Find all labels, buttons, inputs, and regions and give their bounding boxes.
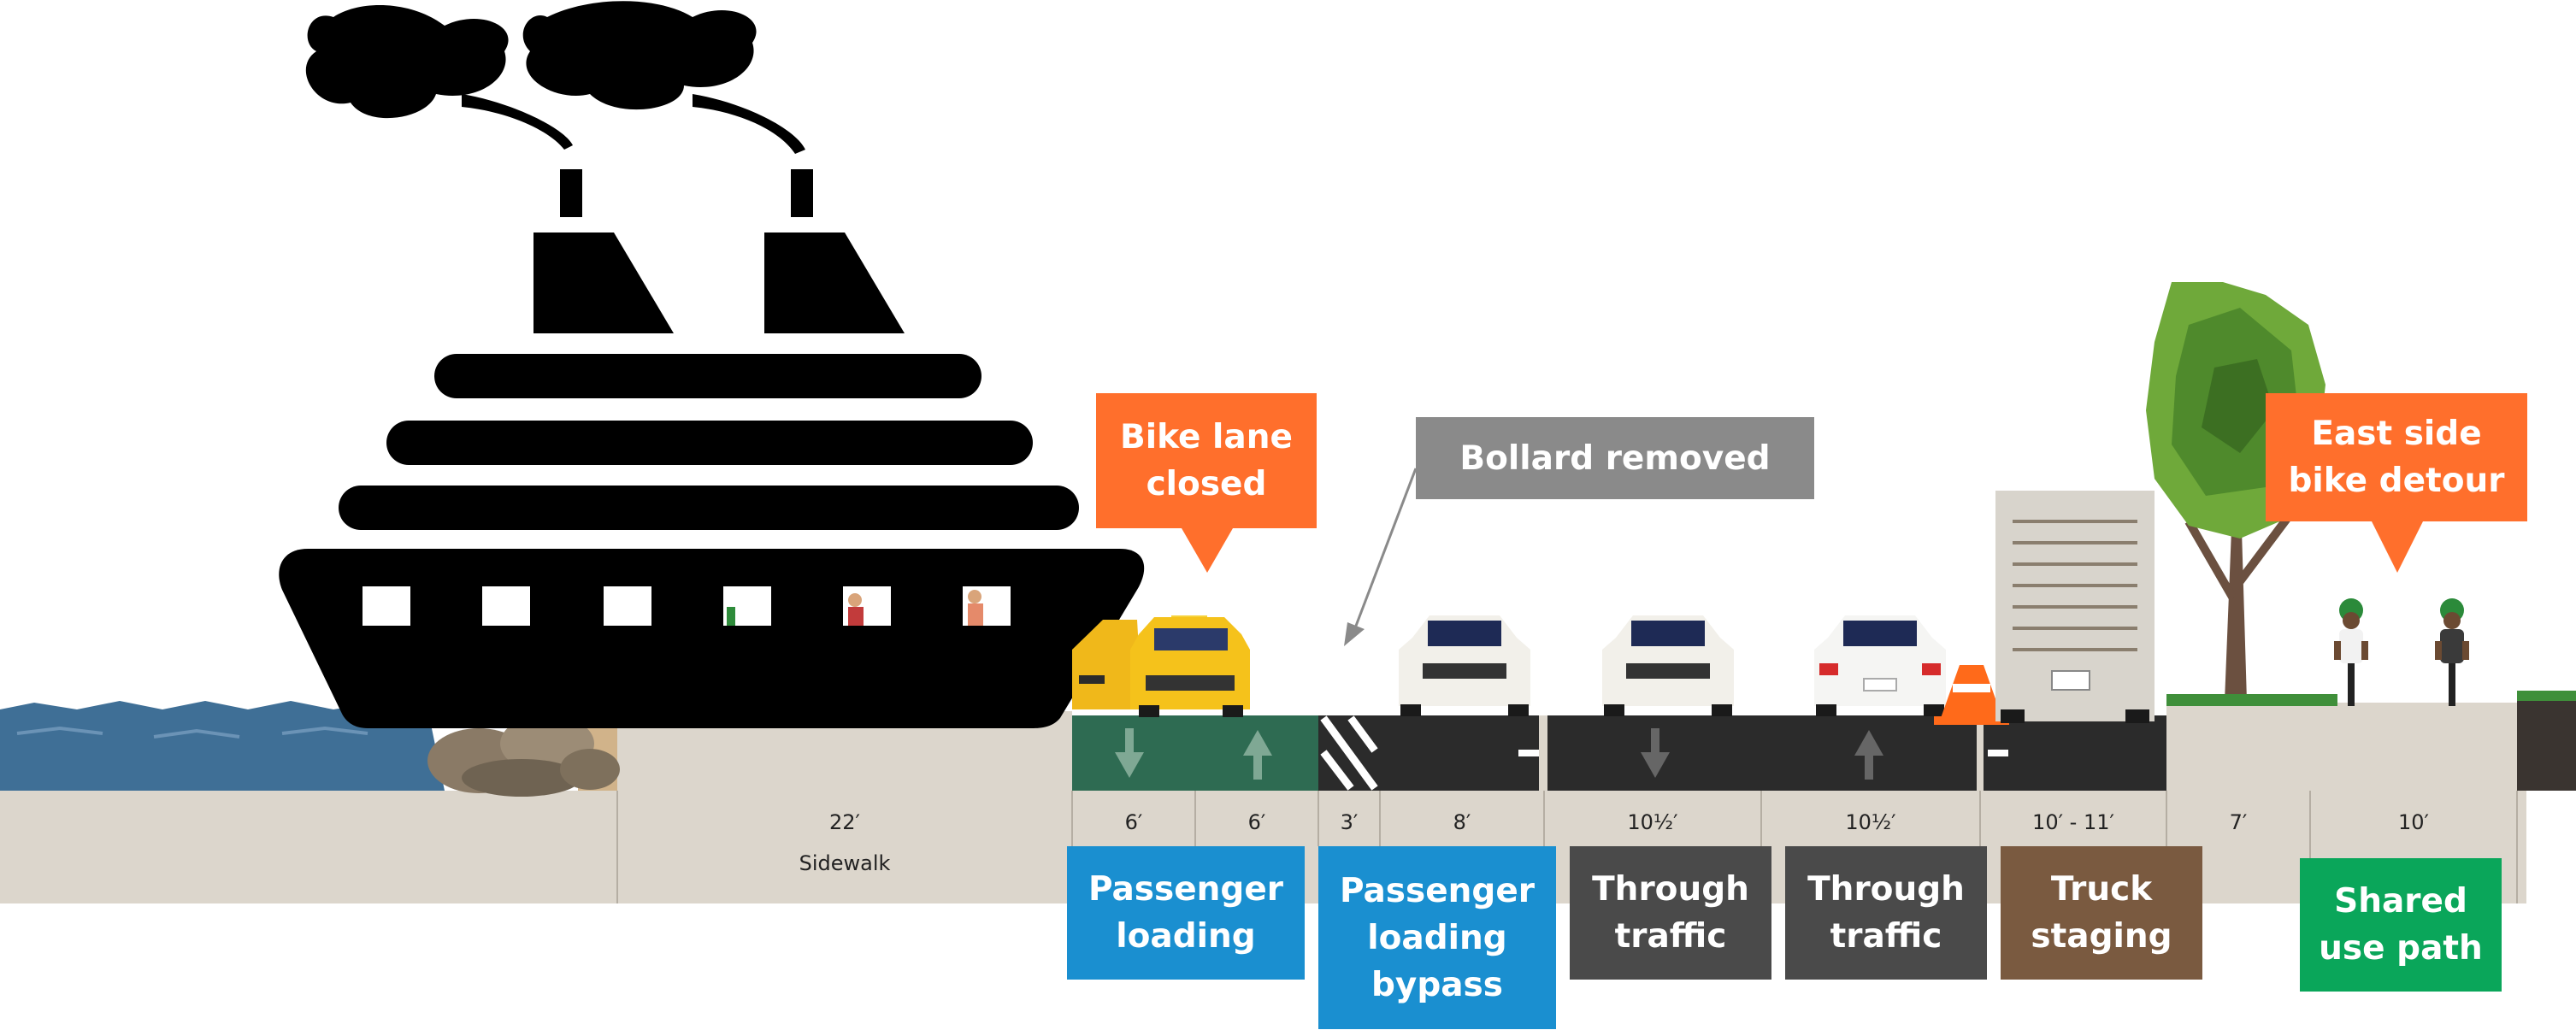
dim-planting: 7′ [2229,810,2248,834]
lane-gap [1977,715,1984,791]
dim-loading-1: 6′ [1124,810,1143,834]
cyclist-icon [2435,598,2469,706]
bollard-pointer [1344,468,1418,646]
grass [2166,694,2337,706]
rocks-icon [427,715,620,797]
taxi-icon [1072,620,1142,709]
arrow-up-icon [1854,730,1883,780]
box-truck-icon [1995,491,2155,723]
dim-buffer: 3′ [1340,810,1359,834]
callout-bollard-removed: Bollard removed [1416,417,1814,499]
car-icon [1602,615,1734,716]
roadway-surface [1380,715,2166,791]
label-shared-use-path: Shared use path [2300,858,2502,992]
far-edge [2517,699,2576,791]
label-truck-staging: Truck staging [2001,846,2202,980]
callout-bike-lane-closed: Bike lane closed [1096,393,1317,528]
dim-through-2: 10½′ [1845,810,1896,834]
label-passenger-loading-bypass: Passenger loading bypass [1318,846,1556,1029]
arrow-down-icon [1641,728,1670,778]
dim-loading-2: 6′ [1247,810,1266,834]
callout-tail [1182,528,1233,573]
lane-gap [1539,715,1547,791]
arrow-up-icon [1243,730,1272,780]
arrow-down-icon [1115,728,1144,778]
water-icon [0,701,445,791]
car-icon [1399,615,1530,716]
cyclist-icon [2334,598,2368,706]
callout-tail [2372,521,2423,573]
dim-through-1: 10½′ [1627,810,1678,834]
traffic-cone-icon [1934,665,2009,725]
loading-lane-surface [1072,715,1318,791]
callout-east-side-bike-detour: East side bike detour [2266,393,2527,521]
dim-sidewalk-sub: Sidewalk [799,851,891,875]
label-through-traffic-2: Through traffic [1785,846,1987,980]
dim-sidewalk: 22′ [829,810,860,834]
label-through-traffic-1: Through traffic [1570,846,1771,980]
lane-marking [1518,750,1539,756]
lane-marking [1988,750,2008,756]
dim-bypass: 8′ [1453,810,1471,834]
label-passenger-loading: Passenger loading [1067,846,1305,980]
buffer-hatch [1318,715,1380,791]
planting-surface [2166,703,2517,791]
ferry-icon [279,1,1145,728]
dim-truck: 10′ - 11′ [2032,810,2114,834]
far-edge-grass [2517,691,2576,701]
dim-path: 10′ [2398,810,2429,834]
car-icon [1814,615,1946,716]
taxi-icon [1130,615,1250,717]
